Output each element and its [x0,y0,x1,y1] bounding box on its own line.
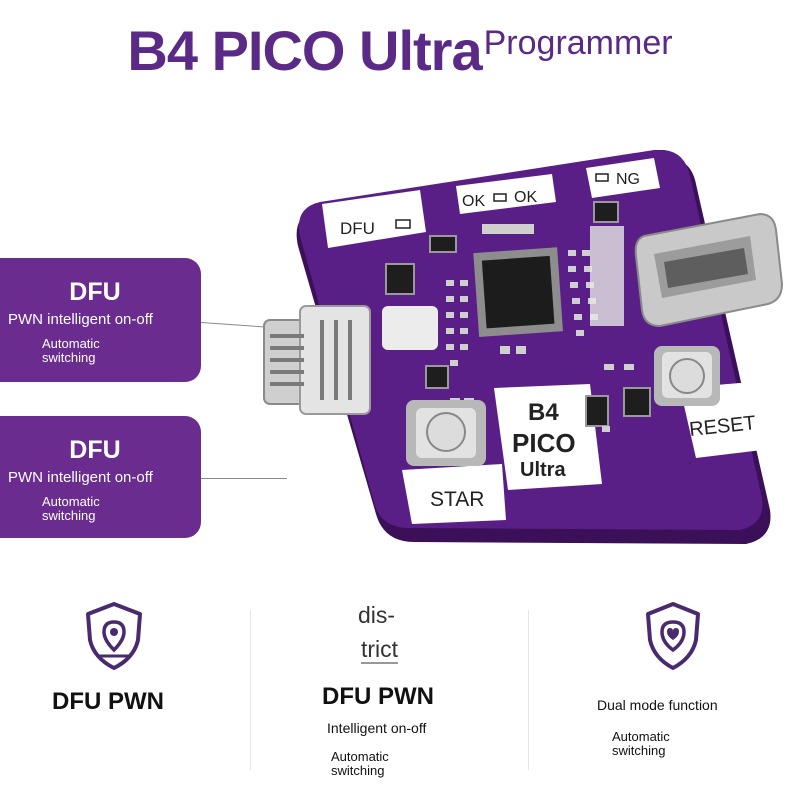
product-name: B4 PICO Ultra [127,19,482,82]
led-ng-icon [595,173,609,182]
feature-district-top: dis- [358,602,396,628]
center-logo-pad [494,384,602,490]
feature-district-bottom: trict [361,636,399,664]
callout-dfu-1: DFU PWN intelligent on-off Automatic swi… [0,258,201,382]
label-ng: NG [616,171,640,188]
start-button[interactable] [406,400,486,466]
shield-location-icon [86,602,142,670]
feature-divider-1 [250,610,251,770]
ng-label-pad [586,158,660,198]
pin-header-connector-icon [263,305,371,415]
callout-dfu-2: DFU PWN intelligent on-off Automatic swi… [0,416,201,538]
led-dfu-icon [395,219,411,229]
feature-dfu-pwn: DFU PWN [52,688,164,715]
logo-b4: B4 [528,399,559,426]
reset-button[interactable] [654,346,720,406]
product-subtitle: Programmer [483,24,673,62]
callout-heading: DFU [69,278,121,306]
dfu-label-pad [322,190,426,248]
small-chip-6 [425,365,449,389]
small-chip-3 [429,235,457,253]
reflection-strip [590,226,624,326]
feature-auto-text: Automatic switching [331,749,389,778]
page-title: B4 PICO UltraProgrammer [0,18,800,83]
led-ok-icon [493,193,507,202]
small-chip-4 [593,201,619,223]
callout-auto-text: Automatic switching [42,336,100,365]
main-chip [473,247,563,337]
label-start: STAR [430,488,484,511]
callout-description: PWN intelligent on-off [8,311,153,328]
callout-auto-text: Automatic switching [42,494,100,523]
label-dfu: DFU [340,219,375,238]
small-chip-2 [623,387,651,417]
logo-pico: PICO [512,428,576,458]
leader-line-2 [201,478,287,479]
start-label-pad [402,464,506,524]
feature-intelligent-text: Intelligent on-off [327,720,427,736]
callout-description: PWN intelligent on-off [8,469,153,486]
callout-heading: DFU [69,436,121,464]
feature-auto-text-3: Automatic switching [612,729,670,758]
feature-dual-mode: Dual mode function [597,697,718,713]
white-pad [382,306,438,350]
small-chip-1 [385,263,415,295]
label-ok-2: OK [514,189,537,206]
usb-c-port-icon [634,212,784,328]
shield-heart-icon [646,602,700,670]
pico-board-illustration: DFU OK OK NG RESET STAR B4 PICO Ultra [263,150,784,544]
feature-dfu-pwn-2: DFU PWN [322,683,434,710]
feature-divider-2 [528,610,529,770]
small-chip-5 [585,395,609,427]
logo-ultra: Ultra [520,459,566,481]
label-ok: OK [462,193,485,210]
